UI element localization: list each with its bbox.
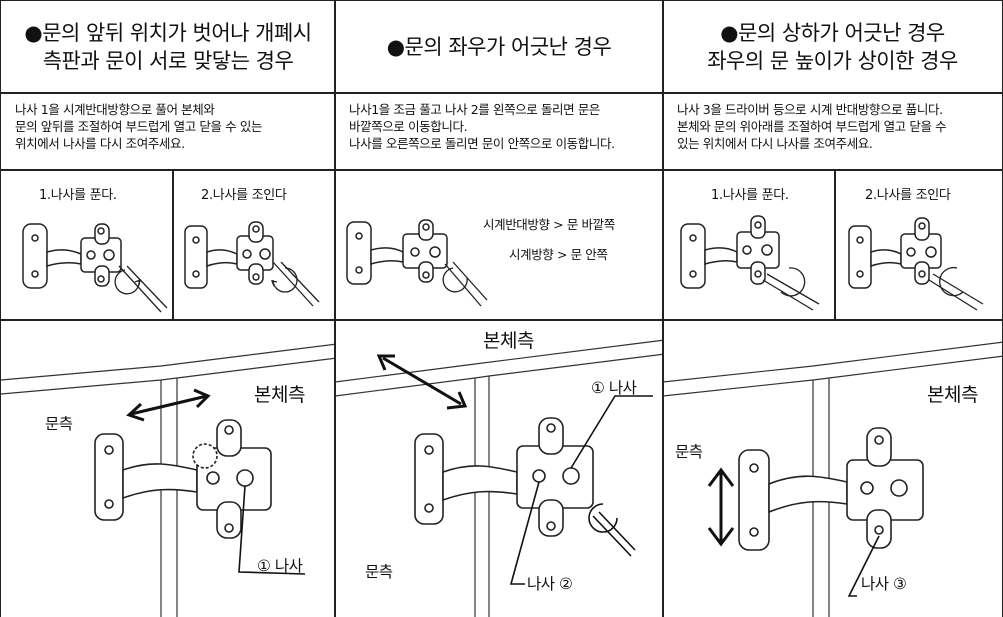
col3-step1-label: 1.나사를 푼다.	[711, 188, 789, 203]
col2-desc-line: 나사를 오른쪽으로 돌리면 문이 안쪽으로 이동합니다.	[349, 136, 615, 151]
col3-door-label: 문측	[675, 443, 703, 461]
col3-body-label: 본체측	[927, 384, 978, 406]
col1-screw-label: ① 나사	[257, 557, 303, 575]
col1-title-line1: ●문의 앞뒤 위치가 벗어나 개폐시	[24, 21, 312, 45]
col1-diagram-panel: 본체측 문측 ① 나사	[0, 319, 336, 617]
col1-step1-panel: 1.나사를 푼다.	[0, 169, 174, 321]
col1-cabinet-diagram	[1, 343, 335, 617]
col2-dir1-label: 시계반대방향 > 문 바깥쪽	[483, 217, 615, 232]
col3-title-line1: ●문의 상하가 어긋난 경우	[720, 21, 945, 45]
col3-step2-label: 2.나사를 조인다	[865, 188, 951, 203]
col2-screw2-label: 나사 ②	[527, 575, 573, 593]
col2-title-line1: ●문의 좌우가 어긋난 경우	[386, 35, 612, 59]
hinge-lateral-illustration	[346, 219, 488, 307]
col2-diagram-panel: 본체측 ① 나사 문측 나사 ②	[334, 319, 664, 617]
col3-cabinet-diagram	[663, 341, 1002, 617]
col1-desc-line: 나사 1을 시계반대방향으로 풀어 본체와	[15, 102, 215, 117]
col2-door-label: 문측	[365, 563, 393, 581]
col1-desc-line: 위치에서 나사를 다시 조여주세요.	[15, 136, 185, 151]
hinge-vertical-loosen-illustration	[680, 215, 820, 311]
col1-desc: 나사 1을 시계반대방향으로 풀어 본체와 문의 앞뒤를 조절하여 부드럽게 열…	[0, 92, 336, 171]
col2-screw1-label: ① 나사	[591, 379, 637, 397]
col1-body-label: 본체측	[254, 384, 305, 406]
col1-step2-panel: 2.나사를 조인다	[172, 169, 336, 321]
col3-desc-line: 있는 위치에서 다시 나사를 조여주세요.	[677, 136, 873, 151]
col2-title: ●문의 좌우가 어긋난 경우	[334, 0, 664, 94]
col3-step2-panel: 2.나사를 조인다	[834, 169, 1003, 321]
col1-title-line2: 측판과 문이 서로 맞닿는 경우	[42, 49, 294, 73]
col3-screw-label: 나사 ③	[861, 575, 907, 593]
col3-desc-line: 나사 3을 드라이버 등으로 시계 반대방향으로 풉니다.	[677, 102, 943, 117]
hinge-vertical-tighten-illustration	[848, 217, 984, 311]
col1-desc-line: 문의 앞뒤를 조절하여 부드럽게 열고 닫을 수 있는	[15, 119, 263, 134]
col2-desc-line: 바깥쪽으로 이동합니다.	[349, 119, 468, 134]
col3-step1-panel: 1.나사를 푼다.	[662, 169, 836, 321]
col2-desc: 나사1을 조금 풀고 나사 2를 왼쪽으로 돌리면 문은 바깥쪽으로 이동합니다…	[334, 92, 664, 171]
col2-desc-line: 나사1을 조금 풀고 나사 2를 왼쪽으로 돌리면 문은	[349, 102, 601, 117]
col2-dir2-label: 시계방향 > 문 안쪽	[509, 247, 608, 262]
col3-title-line2: 좌우의 문 높이가 상이한 경우	[707, 49, 958, 73]
col2-body-label: 본체측	[483, 330, 534, 352]
hinge-loosen-illustration	[22, 223, 168, 313]
col3-desc: 나사 3을 드라이버 등으로 시계 반대방향으로 풉니다. 본체와 문의 위아래…	[662, 92, 1003, 171]
col2-step-panel: 시계반대방향 > 문 바깥쪽 시계방향 > 문 안쪽	[334, 169, 664, 321]
col2-cabinet-diagram	[335, 339, 663, 617]
hinge-tighten-illustration	[184, 221, 320, 307]
col3-diagram-panel: 본체측 문측 나사 ③	[662, 319, 1003, 617]
col1-step1-label: 1.나사를 푼다.	[39, 188, 117, 203]
col1-step2-label: 2.나사를 조인다	[201, 188, 287, 203]
col3-desc-line: 본체와 문의 위아래를 조절하여 부드럽게 열고 닫을 수	[677, 119, 947, 134]
col1-door-label: 문측	[45, 415, 73, 433]
